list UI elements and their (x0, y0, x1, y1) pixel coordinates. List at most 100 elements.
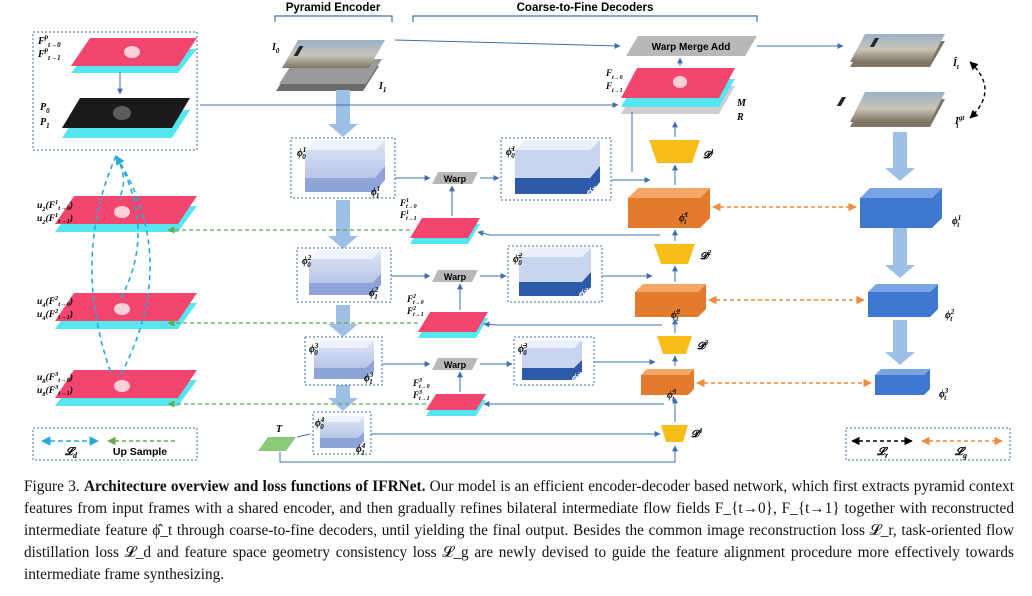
encoder-title: Pyramid Encoder (286, 2, 381, 14)
Fp-label-0: Fpt→0 (37, 33, 61, 49)
gt-encoder-arrows (885, 132, 915, 365)
legend-left (32, 427, 198, 461)
svg-text:𝓓1: 𝓓1 (703, 148, 714, 161)
I0-label: I0 (271, 42, 280, 55)
warp-merge-add: Warp Merge Add (626, 36, 757, 56)
decoders-header: Coarse-to-Fine Decoders (412, 2, 758, 22)
teacher-flow-box (32, 31, 198, 151)
svg-text:Warp: Warp (444, 272, 467, 282)
svg-text:Warp: Warp (444, 360, 467, 370)
M-label: M (736, 98, 747, 109)
svg-text:𝓓4: 𝓓4 (691, 427, 703, 440)
u8-flow-stack (55, 370, 197, 406)
caption-text: Our model is an efficient encoder-decode… (24, 478, 1015, 583)
It-hat-label: Ît (952, 57, 960, 71)
caption-prefix: Figure 3. (24, 478, 80, 495)
I1-label: I1 (378, 81, 386, 94)
svg-text:ϕ̂2t: ϕ̂2t (671, 308, 681, 323)
svg-text:ϕ̂1t: ϕ̂1t (679, 211, 688, 226)
legend-Lg-label: 𝓛g (954, 446, 967, 460)
output-flow-stack (621, 68, 735, 114)
connection-lines (200, 39, 844, 463)
svg-text:𝓓2: 𝓓2 (700, 249, 712, 262)
input-frames-stack (276, 40, 385, 91)
reconstruction-loss-arc (969, 61, 986, 119)
P-maps-stack (62, 98, 190, 138)
decoder-D1: 𝓓1 (649, 140, 714, 163)
caption-title: Architecture overview and loss functions… (83, 478, 426, 495)
svg-text:𝓓3: 𝓓3 (697, 339, 709, 352)
u2-label-0: u2(F1t→0) (37, 199, 73, 213)
flow-field-3 (426, 394, 486, 416)
u4-flow-stack (55, 293, 197, 329)
R-label: R (736, 112, 744, 123)
svg-text:Warp Merge Add: Warp Merge Add (652, 42, 731, 53)
legend-Lr-label: 𝓛r (876, 446, 889, 460)
upsample-lines (167, 226, 426, 408)
encoder-arrows (328, 90, 358, 411)
flow-field-2 (418, 312, 488, 338)
distillation-loss-arcs (91, 155, 151, 377)
Ft-labels-b: Ft→1 (605, 81, 623, 94)
warp-block-2: Warp (432, 270, 478, 282)
flow-field-1 (410, 218, 480, 244)
u4-label-0: u4(F2t→0) (37, 295, 73, 309)
figure-caption: Figure 3. Architecture overview and loss… (24, 476, 1014, 586)
legend-right (845, 427, 1011, 461)
decoders-title: Coarse-to-Fine Decoders (517, 2, 654, 14)
legend-upsample-label: Up Sample (113, 446, 167, 458)
decoder-D2: 𝓓2 (654, 244, 712, 264)
decoder-D3: 𝓓3 (657, 336, 709, 354)
svg-text:ϕ2t: ϕ2t (945, 308, 955, 323)
time-embedding-T (258, 437, 296, 451)
ground-truth-frame (836, 92, 945, 127)
P1-label: P1 (40, 117, 50, 130)
Ft-labels: Ft→0 (605, 68, 623, 81)
u2-flow-stack (55, 196, 197, 232)
output-frame-It-hat (850, 34, 945, 67)
u8-label-0: u8(F3t→0) (37, 371, 73, 385)
decoder-D4: 𝓓4 (661, 425, 703, 442)
legend-Ld-label: 𝓛d (64, 446, 78, 460)
P0-label: P0 (40, 102, 50, 115)
svg-text:Warp: Warp (444, 174, 467, 184)
svg-text:ϕ3t: ϕ3t (939, 387, 949, 402)
teacher-flow-stack (71, 38, 197, 73)
architecture-figure: Pyramid Encoder Coarse-to-Fine Decoders … (32, 2, 1011, 463)
warp-block-1: Warp (432, 172, 478, 184)
T-label: T (276, 424, 283, 435)
